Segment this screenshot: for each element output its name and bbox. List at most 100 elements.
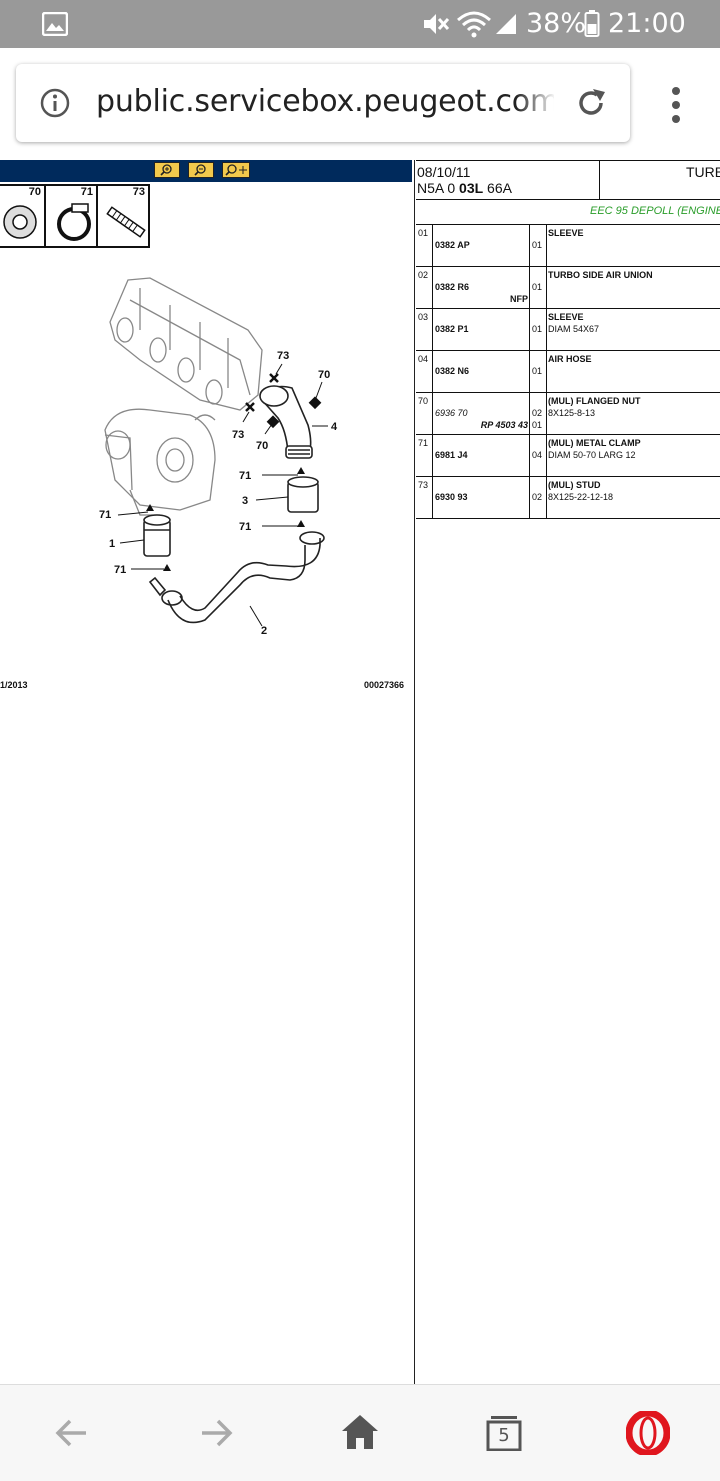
part-description: TURBO SIDE AIR UNION xyxy=(548,270,653,280)
part-qty: 02 xyxy=(532,408,543,418)
part-detail: 8X125-8-13 xyxy=(548,408,596,418)
browser-bottom-nav: 5 xyxy=(0,1384,720,1481)
label-73-top: 73 xyxy=(277,350,289,362)
doc-code: N5A 0 03L 66A xyxy=(417,180,512,196)
parts-diagram: 73 70 4 73 70 71 3 71 71 1 71 2 xyxy=(99,277,338,637)
part-description: (MUL) STUD xyxy=(548,480,601,490)
label-71-b: 71 xyxy=(239,521,251,533)
item-number: 71 xyxy=(418,438,429,448)
clock: 21:00 xyxy=(608,8,686,39)
reload-icon[interactable] xyxy=(574,86,608,120)
label-71-c: 71 xyxy=(99,509,111,521)
table-row[interactable]: 70 6936 70 RP 4503 43 02 01 (MUL) FLANGED NUT… xyxy=(416,393,720,435)
image-icon xyxy=(42,12,68,36)
label-71-d: 71 xyxy=(114,564,126,576)
part-ref[interactable]: 0382 R6 xyxy=(435,282,470,292)
label-71-a: 71 xyxy=(239,470,251,482)
zoom-in-icon xyxy=(160,164,172,176)
table-row[interactable]: 02 0382 R6 NFP 01 TURBO SIDE AIR UNION xyxy=(416,267,720,309)
url-text[interactable]: public.servicebox.peugeot.com/do xyxy=(96,84,554,119)
table-row[interactable]: 01 0382 AP 01 SLEEVE xyxy=(416,225,720,267)
part-ref[interactable]: 6981 J4 xyxy=(435,450,468,460)
doc-header: 08/10/11 N5A 0 03L 66A TURB xyxy=(416,160,720,200)
diagram-date: 1/2013 xyxy=(0,680,28,690)
label-3: 3 xyxy=(242,495,248,507)
table-row[interactable]: 71 6981 J4 04 (MUL) METAL CLAMP DIAM 50-70 L… xyxy=(416,435,720,477)
diagram-number: 00027366 xyxy=(364,680,405,690)
signal-icon xyxy=(496,14,516,34)
zoom-pan-button[interactable] xyxy=(222,162,250,178)
table-row[interactable]: 73 6930 93 02 (MUL) STUD 8X125-22-12-18 xyxy=(416,477,720,519)
status-bar: 38% 21:00 xyxy=(0,0,720,48)
item-number: 01 xyxy=(418,228,429,238)
item-number: 02 xyxy=(418,270,429,280)
item-number: 73 xyxy=(418,480,429,490)
thumb-73[interactable]: 73 xyxy=(96,184,150,248)
zoom-pan-icon xyxy=(225,164,247,176)
tabs-button[interactable]: 5 xyxy=(486,1415,522,1451)
part-description: (MUL) METAL CLAMP xyxy=(548,438,641,448)
part-ref[interactable]: 0382 N6 xyxy=(435,366,470,376)
part-qty: 01 xyxy=(532,366,543,376)
battery-percent: 38% xyxy=(526,8,587,39)
part-detail: 8X125-22-12-18 xyxy=(548,492,614,502)
address-bar[interactable]: public.servicebox.peugeot.com/do xyxy=(16,64,630,142)
wifi-icon xyxy=(457,11,491,38)
info-icon[interactable] xyxy=(40,88,70,118)
part-qty2: 01 xyxy=(532,420,543,430)
doc-date: 08/10/11 xyxy=(417,164,471,180)
label-70-top: 70 xyxy=(318,369,330,381)
label-1: 1 xyxy=(109,538,115,550)
table-row[interactable]: 03 0382 P1 01 SLEEVE DIAM 54X67 xyxy=(416,309,720,351)
thumb-70[interactable]: 70 xyxy=(0,184,46,248)
part-detail: DIAM 50-70 LARG 12 xyxy=(548,450,636,460)
part-ref[interactable]: 0382 P1 xyxy=(435,324,469,334)
doc-title: TURB xyxy=(686,164,720,180)
item-number: 03 xyxy=(418,312,429,322)
code-suffix: 66A xyxy=(487,180,512,196)
zoom-out-button[interactable] xyxy=(188,162,214,178)
part-qty: 01 xyxy=(532,324,543,334)
browser-toolbar: public.servicebox.peugeot.com/do xyxy=(0,48,720,160)
part-subref[interactable]: RP 4503 43 xyxy=(480,420,528,430)
arrow-right-icon[interactable] xyxy=(198,1415,234,1451)
part-ref[interactable]: 6930 93 xyxy=(435,492,468,502)
table-row[interactable]: 04 0382 N6 01 AIR HOSE xyxy=(416,351,720,393)
nut-icon xyxy=(3,205,37,239)
zoom-in-button[interactable] xyxy=(154,162,180,178)
thumb-label: 73 xyxy=(132,186,145,198)
thumb-label: 71 xyxy=(80,186,93,198)
code-prefix: N5A 0 xyxy=(417,180,456,196)
more-vertical-icon[interactable] xyxy=(668,86,684,124)
part-ref[interactable]: 0382 AP xyxy=(435,240,470,250)
part-description: (MUL) FLANGED NUT xyxy=(548,396,641,406)
part-ref-alt[interactable]: 6936 70 xyxy=(435,408,468,418)
home-icon[interactable] xyxy=(340,1413,380,1451)
part-nfp: NFP xyxy=(510,294,528,304)
doc-subtitle: EEC 95 DEPOLL (ENGINE xyxy=(590,205,720,217)
battery-icon xyxy=(584,10,600,37)
tabs-count: 5 xyxy=(498,1425,510,1446)
part-qty: 01 xyxy=(532,240,543,250)
item-number: 70 xyxy=(418,396,429,406)
item-number: 04 xyxy=(418,354,429,364)
label-70-mid: 70 xyxy=(256,440,268,452)
part-qty: 04 xyxy=(532,450,543,460)
thumb-71[interactable]: 71 xyxy=(44,184,98,248)
code-bold: 03L xyxy=(459,180,484,196)
arrow-left-icon[interactable] xyxy=(54,1415,90,1451)
clamp-icon xyxy=(57,203,91,241)
mute-icon xyxy=(424,14,450,34)
part-detail: DIAM 54X67 xyxy=(548,324,600,334)
part-description: AIR HOSE xyxy=(548,354,592,364)
part-qty: 02 xyxy=(532,492,543,502)
url-fade xyxy=(516,64,556,142)
part-description: SLEEVE xyxy=(548,312,584,322)
tabs-icon xyxy=(486,1416,522,1451)
label-4: 4 xyxy=(331,421,338,433)
zoom-out-icon xyxy=(194,164,206,176)
part-qty: 01 xyxy=(532,282,543,292)
part-description: SLEEVE xyxy=(548,228,584,238)
opera-icon[interactable] xyxy=(626,1411,670,1455)
